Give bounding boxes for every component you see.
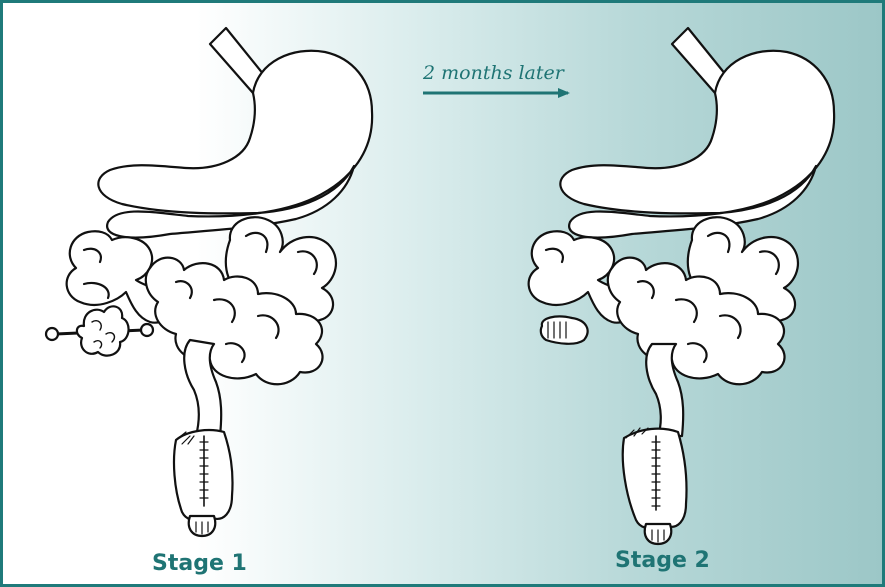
stage-1-stomach bbox=[98, 51, 372, 238]
transition-label: 2 months later bbox=[423, 62, 564, 84]
stage-1-label: Stage 1 bbox=[152, 551, 247, 576]
stage-2-label: Stage 2 bbox=[615, 548, 710, 573]
stage-2-anatomy bbox=[529, 28, 834, 544]
stage-1-anatomy bbox=[46, 28, 372, 536]
stage-2-pouch bbox=[623, 429, 687, 528]
stage-2-stomach bbox=[560, 51, 834, 238]
